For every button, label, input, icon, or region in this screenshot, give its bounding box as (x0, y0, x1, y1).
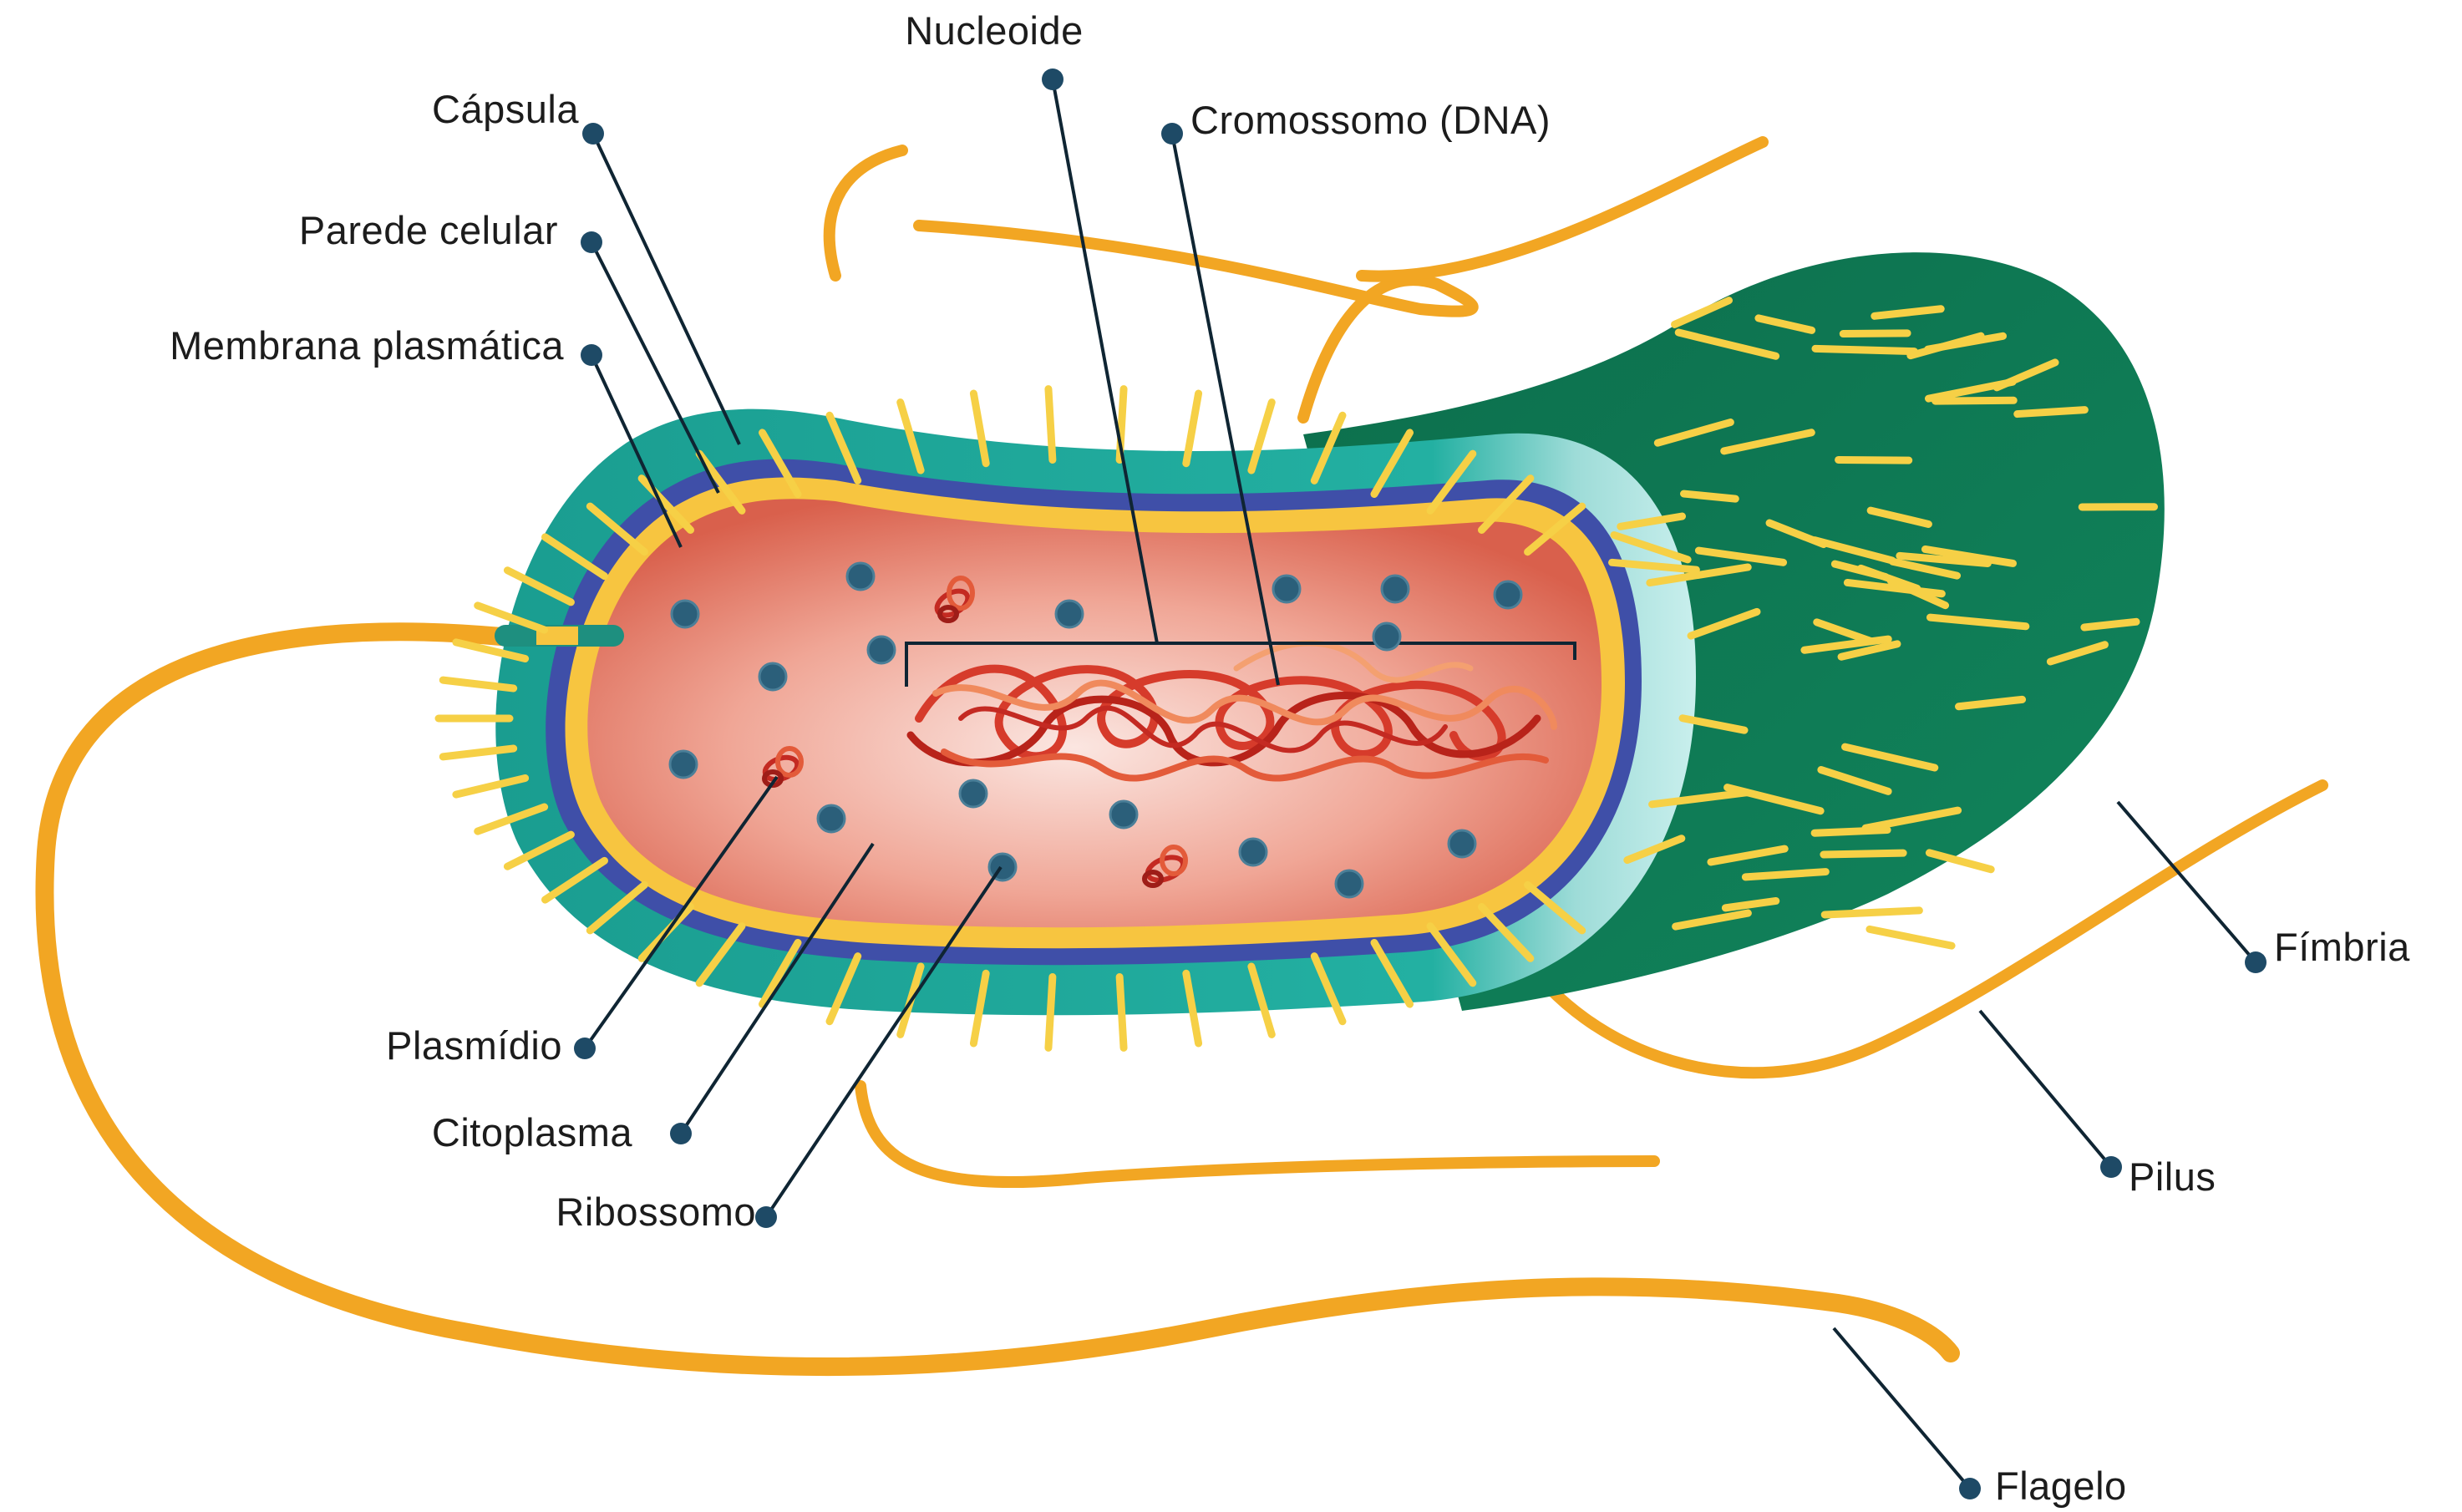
fimbria-strand (1825, 911, 1919, 915)
fimbria-strand (1815, 830, 1887, 834)
label-flagelo: Flagelo (1995, 1464, 2127, 1508)
ribosome (670, 751, 697, 778)
label-ribossomo: Ribossomo (556, 1190, 756, 1234)
ribosome (1336, 870, 1363, 897)
ribosome (818, 805, 845, 832)
label-parede-celular: Parede celular (299, 208, 558, 252)
fimbria-strand (1119, 977, 1124, 1048)
ribosome (1110, 801, 1137, 828)
fimbria-strand (1048, 977, 1053, 1048)
fimbria-strand (1843, 333, 1907, 334)
label-citoplasma: Citoplasma (432, 1110, 632, 1154)
ribosome (1382, 576, 1409, 602)
label-nucleoide: Nucleoide (905, 8, 1084, 53)
label-capsula: Cápsula (432, 87, 579, 131)
fimbria-strand (1870, 929, 1952, 946)
label-fimbria: Fímbria (2274, 925, 2410, 969)
ribosome (1056, 601, 1083, 627)
capsule-pore (495, 625, 624, 647)
ribosome (1273, 576, 1300, 602)
fimbria-strand (1048, 389, 1053, 460)
ribosome (868, 637, 895, 663)
fimbria-strand (2018, 410, 2085, 414)
ribosome (847, 563, 874, 590)
ribosome (1449, 830, 1475, 857)
fimbria-strand (1839, 459, 1909, 460)
fimbria-strand (1824, 853, 1903, 855)
fimbria-strand (1815, 348, 1914, 351)
label-plasmidio: Plasmídio (386, 1023, 562, 1068)
ribosome (1373, 623, 1400, 650)
fimbria-strand (1684, 494, 1736, 499)
ribosome (1495, 581, 1521, 608)
ribosome (672, 601, 698, 627)
ribosome (960, 780, 987, 807)
label-membrana-plasmatica: Membrana plasmática (170, 323, 564, 368)
fimbria-strand (1936, 400, 2014, 401)
leader-pilus (1980, 1011, 2111, 1167)
ribosome (1240, 839, 1267, 865)
fimbria-strand (1745, 872, 1825, 877)
label-cromossomo: Cromossomo (DNA) (1190, 98, 1551, 142)
ribosome (759, 663, 786, 690)
leader-fimbria (2118, 802, 2256, 962)
label-pilus: Pilus (2129, 1154, 2216, 1199)
